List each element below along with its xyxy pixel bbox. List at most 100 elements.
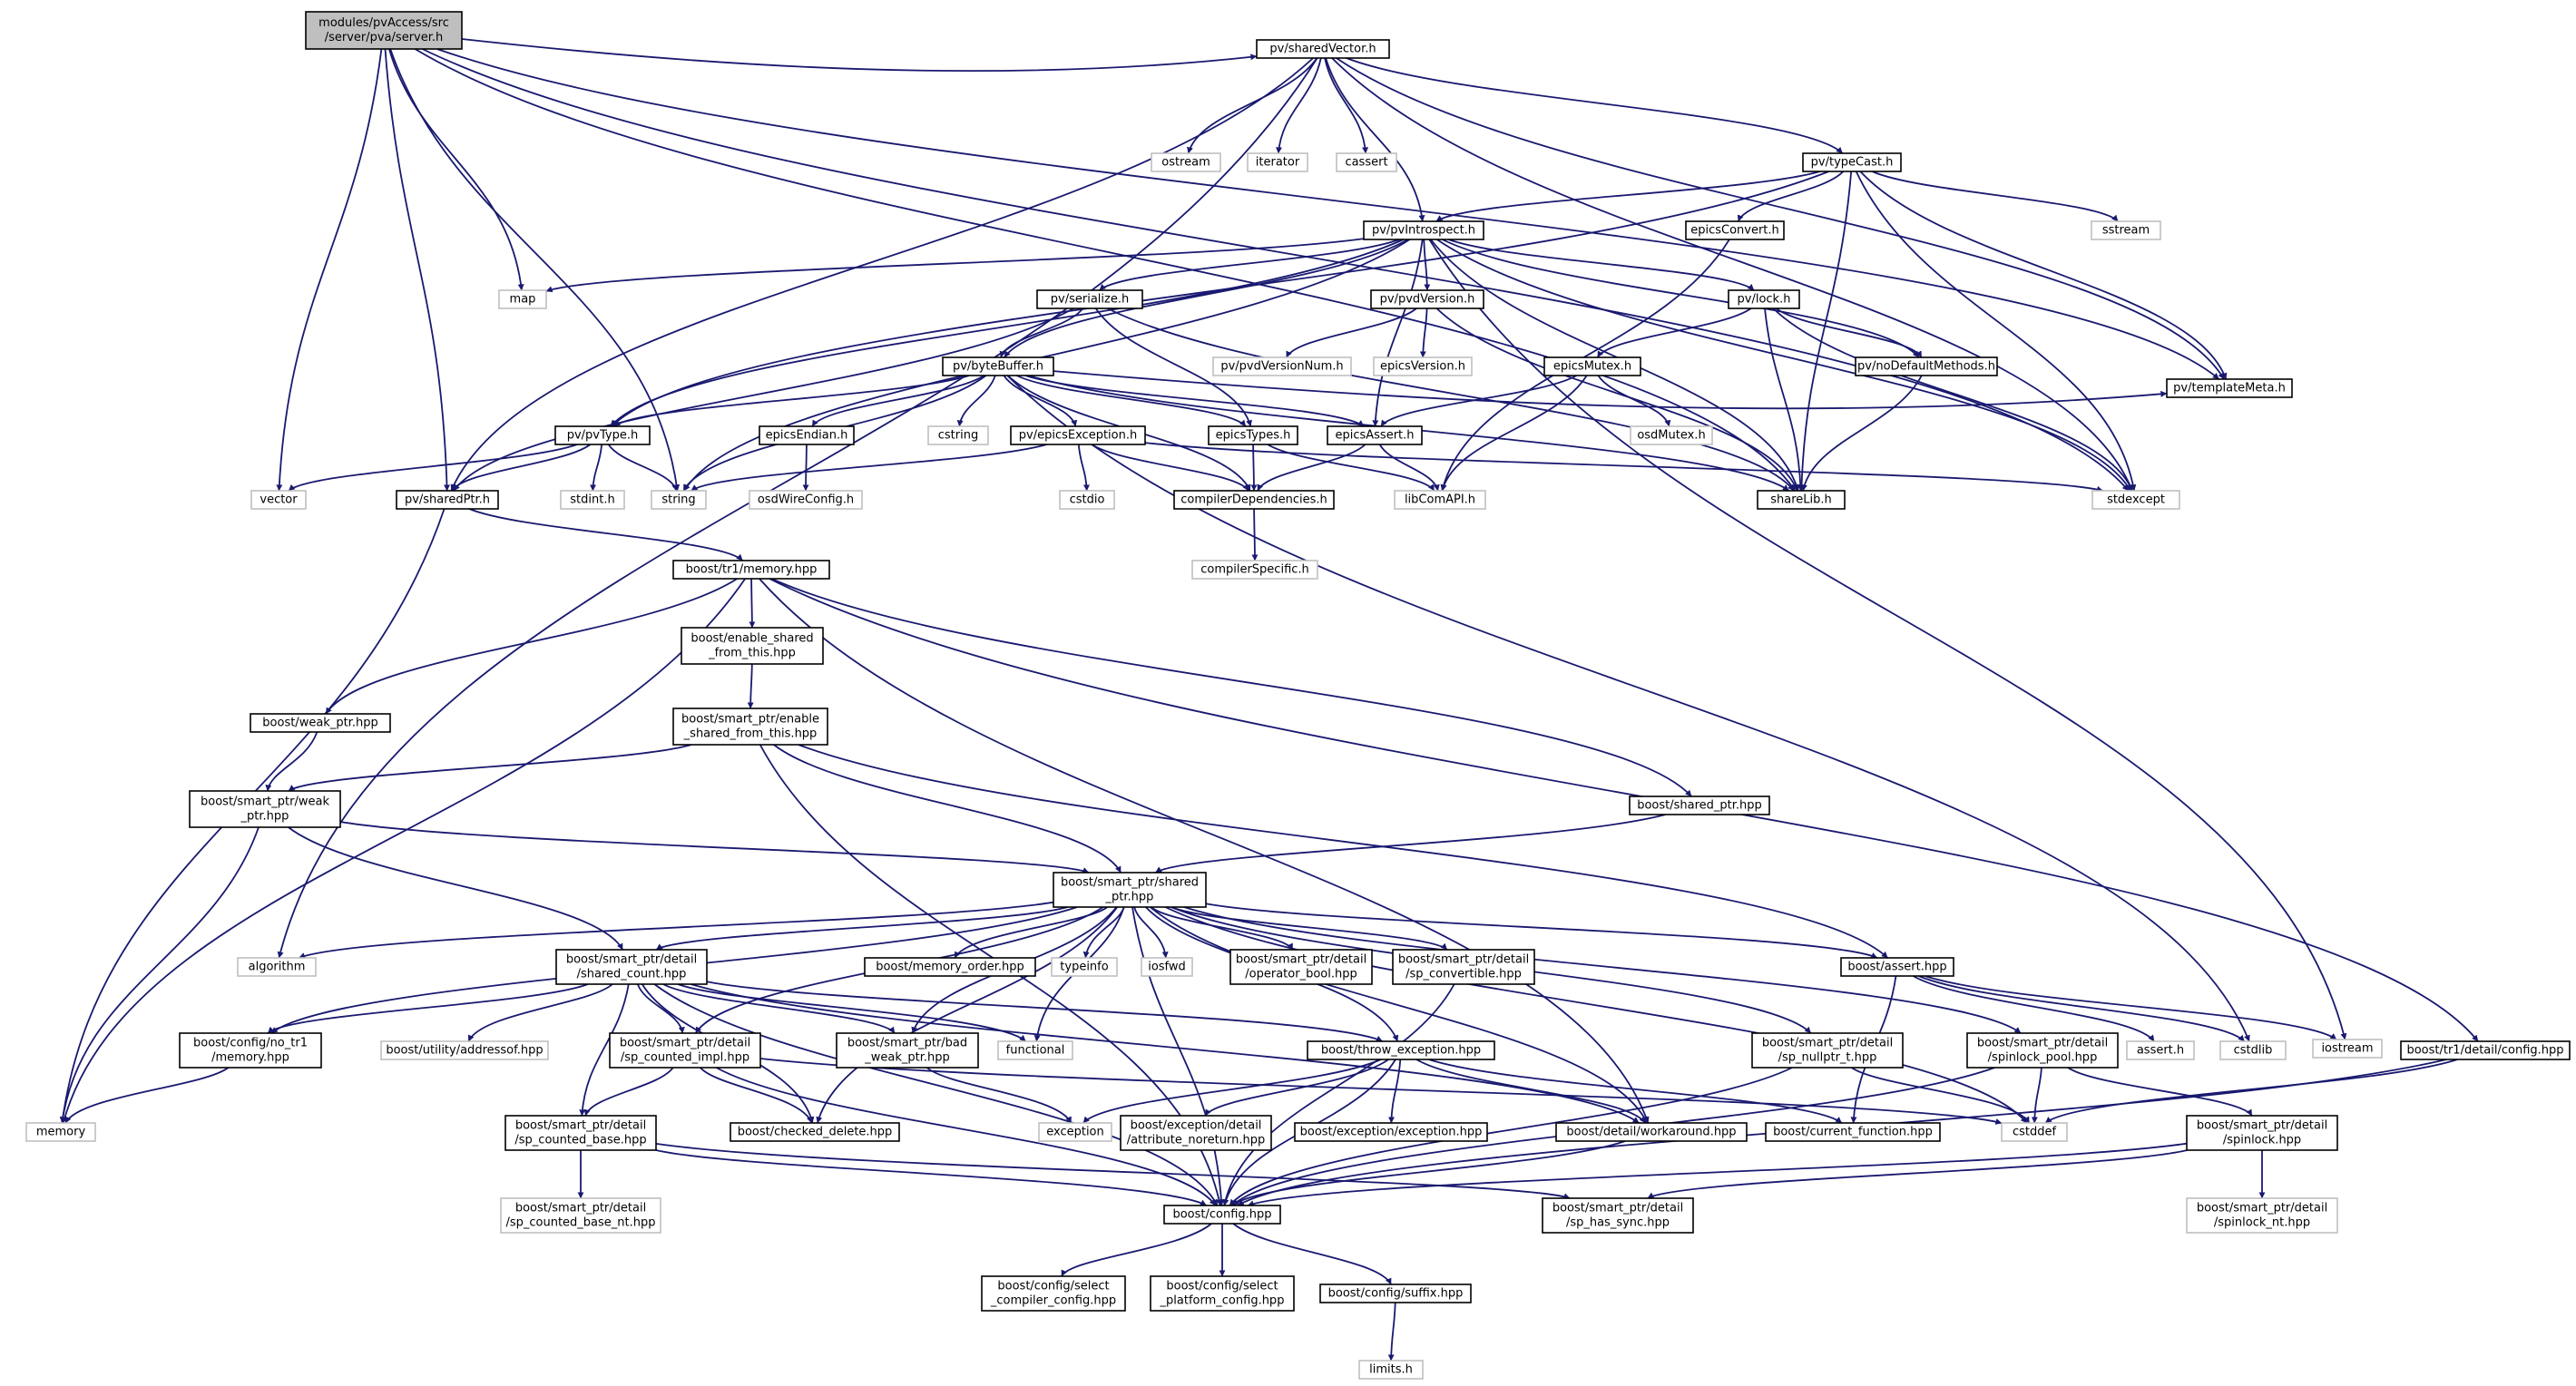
node-epics-convert[interactable]: epicsConvert.h bbox=[1685, 220, 1785, 240]
node-sp-has-sync[interactable]: boost/smart_ptr/detail/sp_has_sync.hpp bbox=[1542, 1197, 1694, 1234]
node-tr1memory[interactable]: boost/tr1/memory.hpp bbox=[672, 560, 830, 580]
node-share-lib[interactable]: shareLib.h bbox=[1757, 490, 1846, 510]
node-type-cast[interactable]: pv/typeCast.h bbox=[1802, 152, 1902, 172]
node-sp-shared-ptr[interactable]: boost/smart_ptr/shared_ptr.hpp bbox=[1053, 872, 1207, 908]
node-label: boost/smart_ptr/enable bbox=[681, 713, 819, 727]
edge-path bbox=[414, 48, 1797, 492]
node-lock[interactable]: pv/lock.h bbox=[1728, 289, 1800, 309]
node-memory-order[interactable]: boost/memory_order.hpp bbox=[864, 957, 1036, 977]
include-edge-sp-shared-ptr-to-sp-convertible bbox=[1170, 906, 1448, 951]
node-byte-buffer[interactable]: pv/byteBuffer.h bbox=[942, 356, 1054, 376]
node-shared-vector[interactable]: pv/sharedVector.h bbox=[1256, 39, 1390, 59]
node-box bbox=[1327, 425, 1423, 445]
node-label: /sp_counted_impl.hpp bbox=[621, 1051, 749, 1065]
node-workaround[interactable]: boost/detail/workaround.hpp bbox=[1555, 1122, 1748, 1142]
node-sp-convertible[interactable]: boost/smart_ptr/detail/sp_convertible.hp… bbox=[1392, 949, 1535, 985]
node-assert-h: assert.h bbox=[2126, 1040, 2195, 1060]
include-edge-pvd-version-to-epics-version bbox=[1419, 307, 1428, 358]
node-iostream: iostream bbox=[2312, 1039, 2383, 1059]
node-box bbox=[1765, 1122, 1941, 1142]
node-suffix[interactable]: boost/config/suffix.hpp bbox=[1319, 1284, 1472, 1303]
node-pv-type[interactable]: pv/pvType.h bbox=[554, 425, 651, 445]
node-label: pv/sharedVector.h bbox=[1269, 43, 1376, 56]
edge-path bbox=[1419, 307, 1428, 358]
node-label: map bbox=[510, 293, 536, 307]
node-select-platform[interactable]: boost/config/select_platform_config.hpp bbox=[1150, 1275, 1295, 1312]
include-edge-pv-introspect-to-serialize bbox=[1099, 239, 1400, 291]
node-no-default-methods[interactable]: pv/noDefaultMethods.h bbox=[1855, 356, 1998, 376]
edge-path bbox=[1247, 1142, 2188, 1207]
node-weak-ptr[interactable]: boost/weak_ptr.hpp bbox=[250, 713, 391, 733]
include-edge-sp-shared-ptr-to-cstddef bbox=[1165, 906, 2028, 1124]
node-string: string bbox=[651, 490, 707, 510]
node-box bbox=[1728, 289, 1800, 309]
node-serialize[interactable]: pv/serialize.h bbox=[1036, 289, 1143, 309]
edge-path bbox=[325, 578, 738, 715]
include-edge-throw-exception-to-exception bbox=[1082, 1059, 1382, 1124]
edge-path bbox=[1647, 1149, 2188, 1199]
node-boost-assert[interactable]: boost/assert.hpp bbox=[1840, 957, 1954, 977]
include-edge-epics-exception-to-stdexcept bbox=[1144, 442, 2103, 493]
node-bad-weak-ptr[interactable]: boost/smart_ptr/bad_weak_ptr.hpp bbox=[836, 1032, 979, 1069]
node-attribute-noreturn[interactable]: boost/exception/detail/attribute_noretur… bbox=[1120, 1115, 1272, 1151]
node-label: /spinlock_pool.hpp bbox=[1988, 1051, 2098, 1065]
include-edge-epics-exception-to-compiler-dependencies bbox=[1091, 444, 1249, 492]
node-shared-ptr-hpp[interactable]: boost/shared_ptr.hpp bbox=[1629, 795, 1770, 815]
node-checked-delete[interactable]: boost/checked_delete.hpp bbox=[730, 1122, 900, 1142]
node-exception-hpp[interactable]: boost/exception/exception.hpp bbox=[1294, 1122, 1488, 1142]
node-sp-enable-shared[interactable]: boost/smart_ptr/enable_shared_from_this.… bbox=[672, 708, 828, 746]
include-edge-sp-convertible-to-boost-config bbox=[1222, 983, 1455, 1206]
node-box bbox=[681, 627, 824, 665]
include-edge-sp-shared-ptr-to-memory-order bbox=[954, 906, 1108, 959]
edge-path bbox=[288, 444, 578, 492]
node-sp-counted-impl[interactable]: boost/smart_ptr/detail/sp_counted_impl.h… bbox=[609, 1032, 761, 1069]
node-sp-weak-ptr[interactable]: boost/smart_ptr/weak_ptr.hpp bbox=[189, 790, 341, 828]
node-epics-endian[interactable]: epicsEndian.h bbox=[759, 425, 855, 445]
include-edge-pv-introspect-to-epics-assert bbox=[1372, 239, 1424, 427]
node-label: /memory.hpp bbox=[211, 1051, 289, 1065]
node-shared-count[interactable]: boost/smart_ptr/detail/shared_count.hpp bbox=[555, 949, 708, 985]
include-edge-spinlock-to-sp-has-sync bbox=[1647, 1149, 2188, 1199]
node-epics-exception[interactable]: pv/epicsException.h bbox=[1010, 425, 1146, 445]
node-box bbox=[555, 949, 708, 985]
node-pvd-version[interactable]: pv/pvdVersion.h bbox=[1370, 289, 1484, 309]
node-label: epicsMutex.h bbox=[1553, 360, 1631, 374]
edge-path bbox=[926, 1067, 1073, 1124]
include-edge-tr1memory-to-shared-ptr-hpp bbox=[770, 578, 1692, 797]
node-boost-config[interactable]: boost/config.hpp bbox=[1163, 1205, 1281, 1225]
node-label: _ptr.hpp bbox=[1105, 891, 1154, 904]
node-operator-bool[interactable]: boost/smart_ptr/detail/operator_bool.hpp bbox=[1229, 949, 1373, 985]
node-compiler-dependencies[interactable]: compilerDependencies.h bbox=[1173, 490, 1335, 510]
node-pv-introspect[interactable]: pv/pvIntrospect.h bbox=[1363, 220, 1484, 240]
node-sp-counted-base[interactable]: boost/smart_ptr/detail/sp_counted_base.h… bbox=[504, 1115, 657, 1151]
edge-path bbox=[467, 983, 613, 1042]
node-sp-nullptr-t[interactable]: boost/smart_ptr/detail/sp_nullptr_t.hpp bbox=[1751, 1032, 1904, 1069]
node-current-function[interactable]: boost/current_function.hpp bbox=[1765, 1122, 1941, 1142]
edge-path bbox=[1016, 375, 1247, 427]
node-throw-exception[interactable]: boost/throw_exception.hpp bbox=[1307, 1040, 1495, 1060]
node-no-tr1-memory[interactable]: boost/config/no_tr1/memory.hpp bbox=[179, 1032, 322, 1069]
node-label: boost/tr1/memory.hpp bbox=[686, 563, 818, 577]
node-tr1-config[interactable]: boost/tr1/detail/config.hpp bbox=[2400, 1040, 2571, 1060]
node-spinlock[interactable]: boost/smart_ptr/detail/spinlock.hpp bbox=[2186, 1115, 2338, 1151]
node-epics-mutex[interactable]: epicsMutex.h bbox=[1543, 356, 1641, 376]
edge-path bbox=[1325, 57, 1425, 222]
node-functional: functional bbox=[997, 1040, 1073, 1060]
node-cstdio: cstdio bbox=[1059, 490, 1115, 510]
node-epics-assert[interactable]: epicsAssert.h bbox=[1327, 425, 1423, 445]
edge-path bbox=[1133, 906, 1169, 959]
edge-path bbox=[999, 307, 1084, 358]
node-server-h[interactable]: modules/pvAccess/src/server/pva/server.h bbox=[305, 11, 463, 50]
edge-path bbox=[802, 444, 809, 492]
node-template-meta[interactable]: pv/templateMeta.h bbox=[2166, 378, 2293, 398]
node-label: /sp_convertible.hpp bbox=[1406, 968, 1522, 981]
include-edge-shared-vector-to-pv-introspect bbox=[1325, 57, 1425, 222]
node-label: pv/pvdVersion.h bbox=[1380, 293, 1475, 307]
node-select-compiler[interactable]: boost/config/select_compiler_config.hpp bbox=[981, 1275, 1126, 1312]
node-enable-shared[interactable]: boost/enable_shared_from_this.hpp bbox=[681, 627, 824, 665]
node-label: /operator_bool.hpp bbox=[1245, 968, 1357, 981]
node-shared-ptr[interactable]: pv/sharedPtr.h bbox=[396, 490, 499, 510]
node-spinlock-pool[interactable]: boost/smart_ptr/detail/spinlock_pool.hpp bbox=[1966, 1032, 2119, 1069]
node-label: pv/pvType.h bbox=[567, 429, 639, 443]
node-epics-types[interactable]: epicsTypes.h bbox=[1208, 425, 1298, 445]
